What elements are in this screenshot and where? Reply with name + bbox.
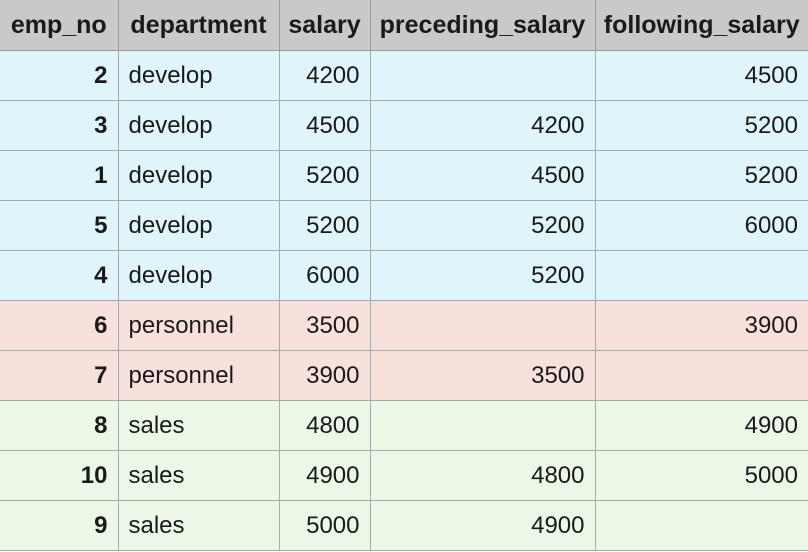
cell-emp-no: 9 xyxy=(0,500,119,551)
cell-emp-no: 5 xyxy=(0,200,119,251)
cell-salary: 4200 xyxy=(278,50,371,101)
cell-department: develop xyxy=(117,100,280,151)
cell-emp-no: 8 xyxy=(0,400,119,451)
cell-department: develop xyxy=(117,50,280,101)
cell-department: sales xyxy=(117,500,280,551)
cell-preceding-salary: 3500 xyxy=(369,350,596,401)
cell-preceding-salary: 4500 xyxy=(369,150,596,201)
cell-following-salary: 4500 xyxy=(594,50,808,101)
cell-preceding-salary: 5200 xyxy=(369,250,596,301)
cell-preceding-salary: 4900 xyxy=(369,500,596,551)
cell-salary: 5200 xyxy=(278,150,371,201)
cell-salary: 4900 xyxy=(278,450,371,501)
cell-following-salary: 3900 xyxy=(594,300,808,351)
cell-department: develop xyxy=(117,150,280,201)
cell-following-salary: 6000 xyxy=(594,200,808,251)
cell-following-salary: 4900 xyxy=(594,400,808,451)
cell-following-salary: 5200 xyxy=(594,100,808,151)
cell-department: personnel xyxy=(117,300,280,351)
cell-salary: 5200 xyxy=(278,200,371,251)
cell-department: develop xyxy=(117,250,280,301)
cell-emp-no: 10 xyxy=(0,450,119,501)
cell-salary: 4800 xyxy=(278,400,371,451)
cell-following-salary xyxy=(594,350,808,401)
cell-department: personnel xyxy=(117,350,280,401)
cell-emp-no: 3 xyxy=(0,100,119,151)
column-header-salary[interactable]: salary xyxy=(278,0,371,51)
cell-salary: 6000 xyxy=(278,250,371,301)
cell-salary: 5000 xyxy=(278,500,371,551)
cell-preceding-salary: 4800 xyxy=(369,450,596,501)
header-row: emp_no department salary preceding_salar… xyxy=(0,0,808,51)
cell-department: sales xyxy=(117,400,280,451)
cell-following-salary xyxy=(594,500,808,551)
cell-emp-no: 2 xyxy=(0,50,119,101)
cell-following-salary: 5000 xyxy=(594,450,808,501)
column-header-department[interactable]: department xyxy=(117,0,280,51)
cell-department: sales xyxy=(117,450,280,501)
cell-emp-no: 6 xyxy=(0,300,119,351)
cell-salary: 3500 xyxy=(278,300,371,351)
column-header-emp-no[interactable]: emp_no xyxy=(0,0,119,51)
cell-emp-no: 7 xyxy=(0,350,119,401)
cell-salary: 4500 xyxy=(278,100,371,151)
cell-emp-no: 4 xyxy=(0,250,119,301)
cell-emp-no: 1 xyxy=(0,150,119,201)
cell-following-salary: 5200 xyxy=(594,150,808,201)
cell-preceding-salary xyxy=(369,300,596,351)
cell-preceding-salary: 5200 xyxy=(369,200,596,251)
column-header-following-salary[interactable]: following_salary xyxy=(594,0,808,51)
column-header-preceding-salary[interactable]: preceding_salary xyxy=(369,0,596,51)
cell-department: develop xyxy=(117,200,280,251)
cell-preceding-salary xyxy=(369,400,596,451)
cell-following-salary xyxy=(594,250,808,301)
cell-salary: 3900 xyxy=(278,350,371,401)
cell-preceding-salary xyxy=(369,50,596,101)
cell-preceding-salary: 4200 xyxy=(369,100,596,151)
